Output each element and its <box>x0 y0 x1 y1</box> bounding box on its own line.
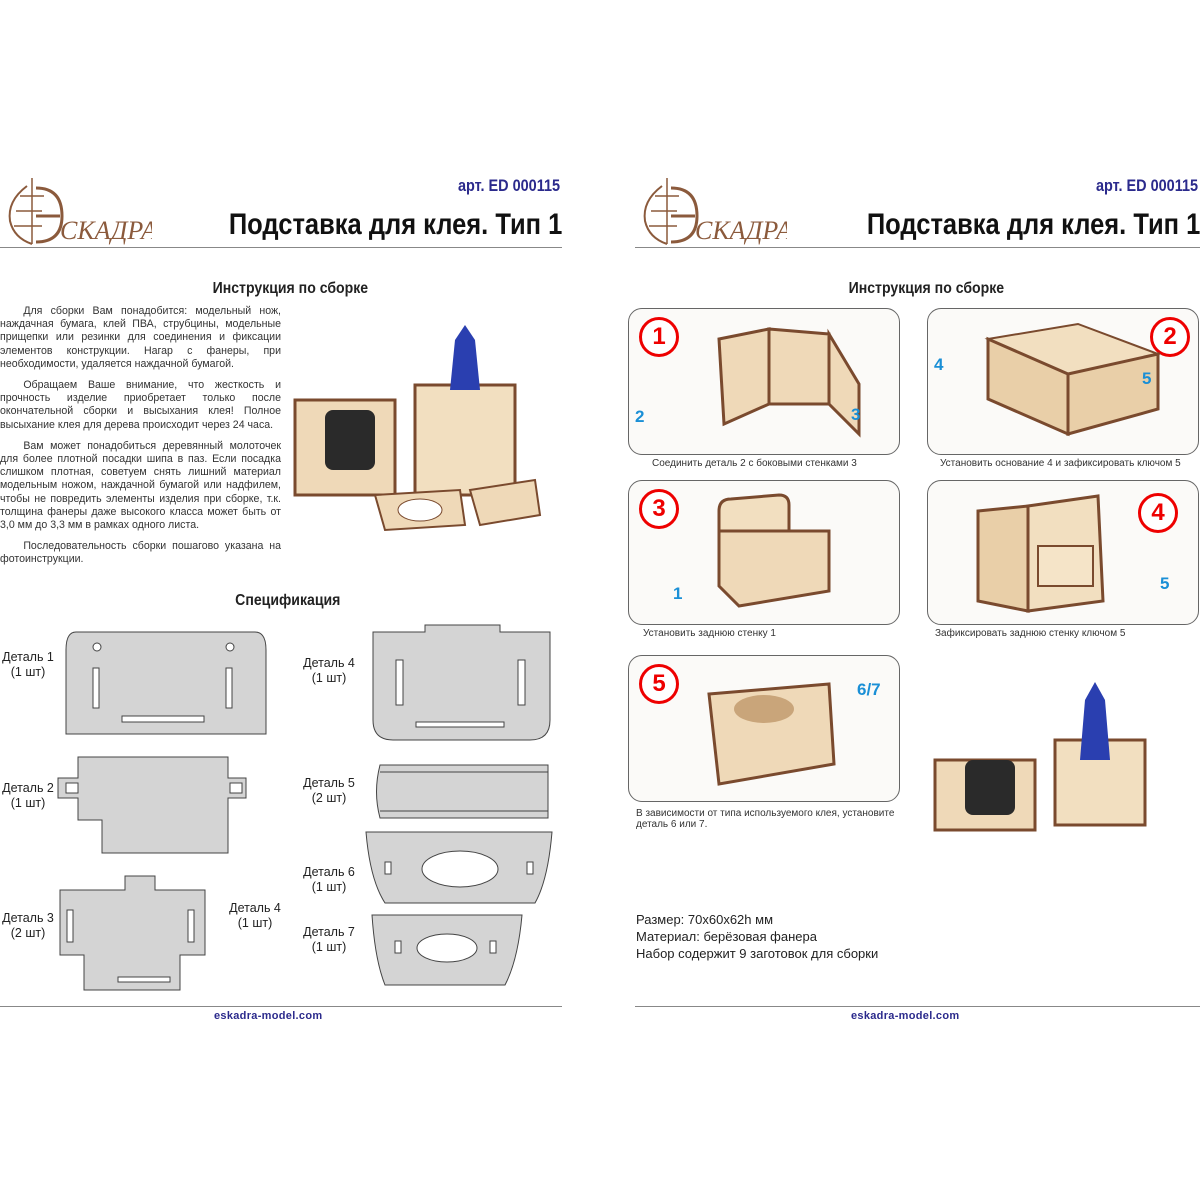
step-4-photo: 4 5 <box>927 480 1199 625</box>
website-link[interactable]: eskadra-model.com <box>851 1010 960 1022</box>
callout-2: 2 <box>635 407 645 426</box>
instructions-heading: Инструкция по сборке <box>848 280 1005 297</box>
part-name: Деталь 5 <box>303 776 355 790</box>
part-label-1: Деталь 1(1 шт) <box>0 650 56 680</box>
part-6-drawing <box>365 831 553 904</box>
step-number: 1 <box>639 317 679 357</box>
part-label-6: Деталь 6(1 шт) <box>300 865 358 895</box>
part-name: Деталь 4 <box>303 656 355 670</box>
part-label-3: Деталь 3(2 шт) <box>0 911 56 941</box>
parts-drawings <box>57 624 553 991</box>
part-qty: (1 шт) <box>237 916 273 930</box>
header-divider <box>0 247 562 248</box>
callout-3: 3 <box>851 405 861 424</box>
footer-divider <box>635 1006 1200 1007</box>
part-qty: (2 шт) <box>311 791 347 805</box>
step-5-caption: В зависимости от типа используемого клея… <box>636 808 895 830</box>
instructions-heading: Инструкция по сборке <box>212 280 369 297</box>
part-5-drawing <box>376 764 549 819</box>
article-number: арт. ED 000115 <box>457 176 560 195</box>
part-label-7: Деталь 7(1 шт) <box>300 925 358 955</box>
svg-text:СКАДРА: СКАДРА <box>695 216 787 245</box>
part-qty: (1 шт) <box>311 940 347 954</box>
website-link[interactable]: eskadra-model.com <box>214 1010 323 1022</box>
part-3-drawing <box>59 875 206 991</box>
part-qty: (1 шт) <box>311 880 347 894</box>
part-qty: (1 шт) <box>10 665 46 679</box>
page-title: Подставка для клея. Тип 1 <box>866 208 1200 241</box>
article-number: арт. ED 000115 <box>1095 176 1198 195</box>
part-qty: (2 шт) <box>10 926 46 940</box>
step-number: 2 <box>1150 317 1190 357</box>
step-1-caption: Соединить деталь 2 с боковыми стенками 3 <box>652 458 857 469</box>
eskadra-logo: СКАДРА <box>643 178 787 245</box>
part-1-drawing <box>65 631 267 735</box>
material-info: Материал: берёзовая фанера <box>636 929 817 944</box>
callout-5: 5 <box>1160 574 1170 593</box>
callout-5: 5 <box>1142 369 1152 388</box>
step-2-caption: Установить основание 4 и зафиксировать к… <box>940 458 1181 469</box>
product-photo <box>293 325 542 532</box>
part-qty: (1 шт) <box>311 671 347 685</box>
footer-divider <box>0 1006 562 1007</box>
part-label-2: Деталь 2(1 шт) <box>0 781 56 811</box>
product-info: Размер: 70x60x62h мм Материал: берёзовая… <box>636 911 878 962</box>
header-divider <box>635 247 1200 248</box>
svg-text:СКАДРА: СКАДРА <box>60 216 152 245</box>
step-2-photo: 2 4 5 <box>927 308 1199 455</box>
part-label-5: Деталь 5(2 шт) <box>300 776 358 806</box>
step-4-caption: Зафиксировать заднюю стенку ключом 5 <box>935 628 1126 639</box>
part-label-4: Деталь 4(1 шт) <box>300 656 358 686</box>
page-title: Подставка для клея. Тип 1 <box>228 208 562 241</box>
step-number: 5 <box>639 664 679 704</box>
part-label-4b: Деталь 4(1 шт) <box>226 901 284 931</box>
part-4-drawing <box>372 624 551 741</box>
paragraph: Обращаем Ваше внимание, что жесткость и … <box>0 379 281 431</box>
part-name: Деталь 6 <box>303 865 355 879</box>
part-qty: (1 шт) <box>10 796 46 810</box>
spec-heading: Спецификация <box>235 592 341 609</box>
part-7-drawing <box>371 914 523 986</box>
callout-4: 4 <box>934 355 944 374</box>
paragraph: Для сборки Вам понадобится: модельный но… <box>0 305 281 370</box>
eskadra-logo: СКАДРА <box>8 178 152 245</box>
paragraph: Последовательность сборки пошагово указа… <box>0 540 281 566</box>
part-name: Деталь 4 <box>229 901 281 915</box>
part-2-drawing <box>57 756 247 854</box>
step-1-photo: 1 2 3 <box>628 308 900 455</box>
instructions-text: Для сборки Вам понадобится: модельный но… <box>0 305 281 575</box>
callout-6-7: 6/7 <box>857 680 881 699</box>
step-3-caption: Установить заднюю стенку 1 <box>643 628 776 639</box>
product-photo <box>933 682 1147 832</box>
step-5-photo: 5 6/7 <box>628 655 900 802</box>
part-name: Деталь 2 <box>2 781 54 795</box>
callout-1: 1 <box>673 584 683 603</box>
contents-info: Набор содержит 9 заготовок для сборки <box>636 946 879 961</box>
part-name: Деталь 1 <box>2 650 54 664</box>
step-number: 4 <box>1138 493 1178 533</box>
size-info: Размер: 70x60x62h мм <box>636 912 774 927</box>
step-3-photo: 3 1 <box>628 480 900 625</box>
part-name: Деталь 7 <box>303 925 355 939</box>
paragraph: Вам может понадобиться деревянный молото… <box>0 439 281 532</box>
part-name: Деталь 3 <box>2 911 54 925</box>
step-number: 3 <box>639 489 679 529</box>
